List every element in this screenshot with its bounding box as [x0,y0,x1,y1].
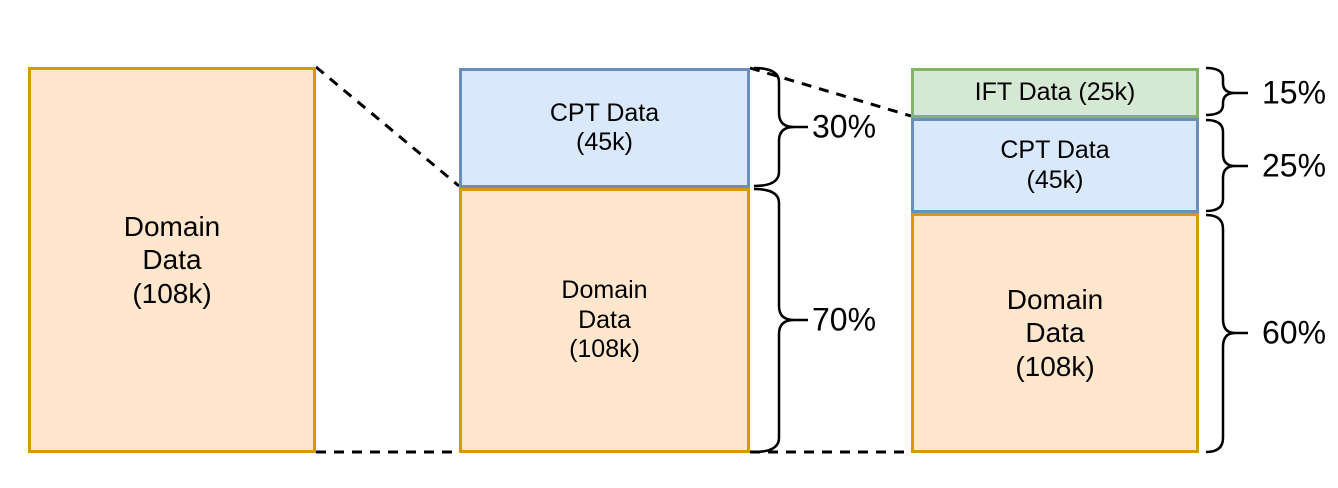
stage3-ift-data-box: IFT Data (25k) [911,68,1199,118]
brace-70-percent [753,187,808,454]
percent-label-domain-stage3: 60% [1262,314,1327,351]
stage2-cpt-data-box: CPT Data (45k) [459,68,750,188]
box-label-line: Domain [123,211,221,243]
stage3-domain-data-box: Domain Data (108k) [911,213,1199,453]
box-label-line: (45k) [576,128,633,156]
percent-label-ift-stage3: 15% [1262,74,1327,111]
box-label-line: IFT Data (25k) [974,78,1136,107]
stage2-domain-data-box: Domain Data (108k) [459,188,750,453]
percent-label-cpt-stage3: 25% [1262,147,1327,184]
box-label-line: (108k) [569,335,640,364]
percent-label-domain-stage2: 70% [812,301,877,338]
stage3-cpt-data-box: CPT Data (45k) [911,118,1199,213]
percent-label-cpt-stage2: 30% [812,108,877,145]
box-label-line: Data [578,305,631,334]
box-label-line: Data [142,244,202,276]
box-label-line: (108k) [1015,350,1095,382]
brace-25-percent [1205,118,1248,213]
box-label-line: CPT Data [1000,136,1110,164]
brace-15-percent [1205,66,1248,117]
box-label-line: Data [1025,317,1085,349]
brace-60-percent [1205,213,1248,454]
dashed-connector-top-left [315,65,460,188]
brace-30-percent [753,66,808,188]
box-label-line: CPT Data [549,98,660,127]
box-label-line: (45k) [1026,165,1084,194]
box-label-line: Domain [1006,284,1104,316]
box-label-line: (108k) [132,277,212,309]
stage1-domain-data-box: Domain Data (108k) [28,67,316,453]
box-label-line: Domain [561,276,648,305]
